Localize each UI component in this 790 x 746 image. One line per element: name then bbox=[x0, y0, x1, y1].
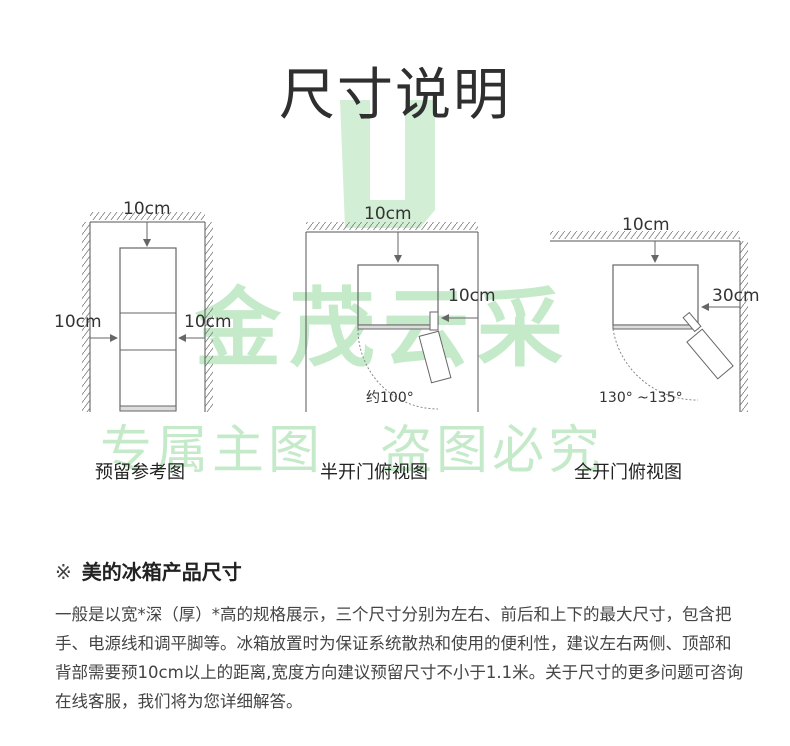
diagram-half-open: 10cm 10cm 约100° bbox=[305, 204, 496, 412]
reference-mark-icon: ※ bbox=[55, 560, 72, 584]
clearance-diagrams: 10cm 10cm 10cm 10cm 10cm 约100° 10cm 30cm bbox=[54, 199, 760, 412]
section-heading-text: 美的冰箱产品尺寸 bbox=[81, 560, 242, 584]
full-side-gap: 30cm bbox=[712, 286, 760, 306]
half-top-gap: 10cm bbox=[364, 204, 412, 224]
caption-full-open: 全开门俯视图 bbox=[574, 462, 682, 483]
half-side-gap: 10cm bbox=[448, 286, 496, 306]
front-right-gap: 10cm bbox=[184, 312, 232, 332]
section-body: 一般是以宽*深（厚）*高的规格展示，三个尺寸分别为左右、前后和上下的最大尺寸，包… bbox=[55, 605, 744, 711]
fridge-top-half bbox=[357, 264, 439, 326]
diagram-front-reference: 10cm 10cm 10cm bbox=[54, 199, 232, 412]
fridge-front bbox=[119, 247, 177, 411]
diagram-full-open: 10cm 30cm 130° ~135° bbox=[550, 215, 760, 412]
full-open-angle: 130° ~135° bbox=[599, 390, 683, 406]
front-left-gap: 10cm bbox=[54, 312, 102, 332]
half-open-angle: 约100° bbox=[366, 390, 414, 406]
watermark-notice: 专属主图 盗图必究 bbox=[100, 421, 605, 481]
caption-half-open: 半开门俯视图 bbox=[320, 462, 428, 483]
page-title: 尺寸说明 bbox=[279, 63, 511, 128]
caption-front-reference: 预留参考图 bbox=[95, 462, 185, 483]
section-heading: ※ 美的冰箱产品尺寸 bbox=[55, 556, 242, 585]
full-top-gap: 10cm bbox=[622, 215, 670, 235]
front-top-gap: 10cm bbox=[123, 199, 171, 219]
